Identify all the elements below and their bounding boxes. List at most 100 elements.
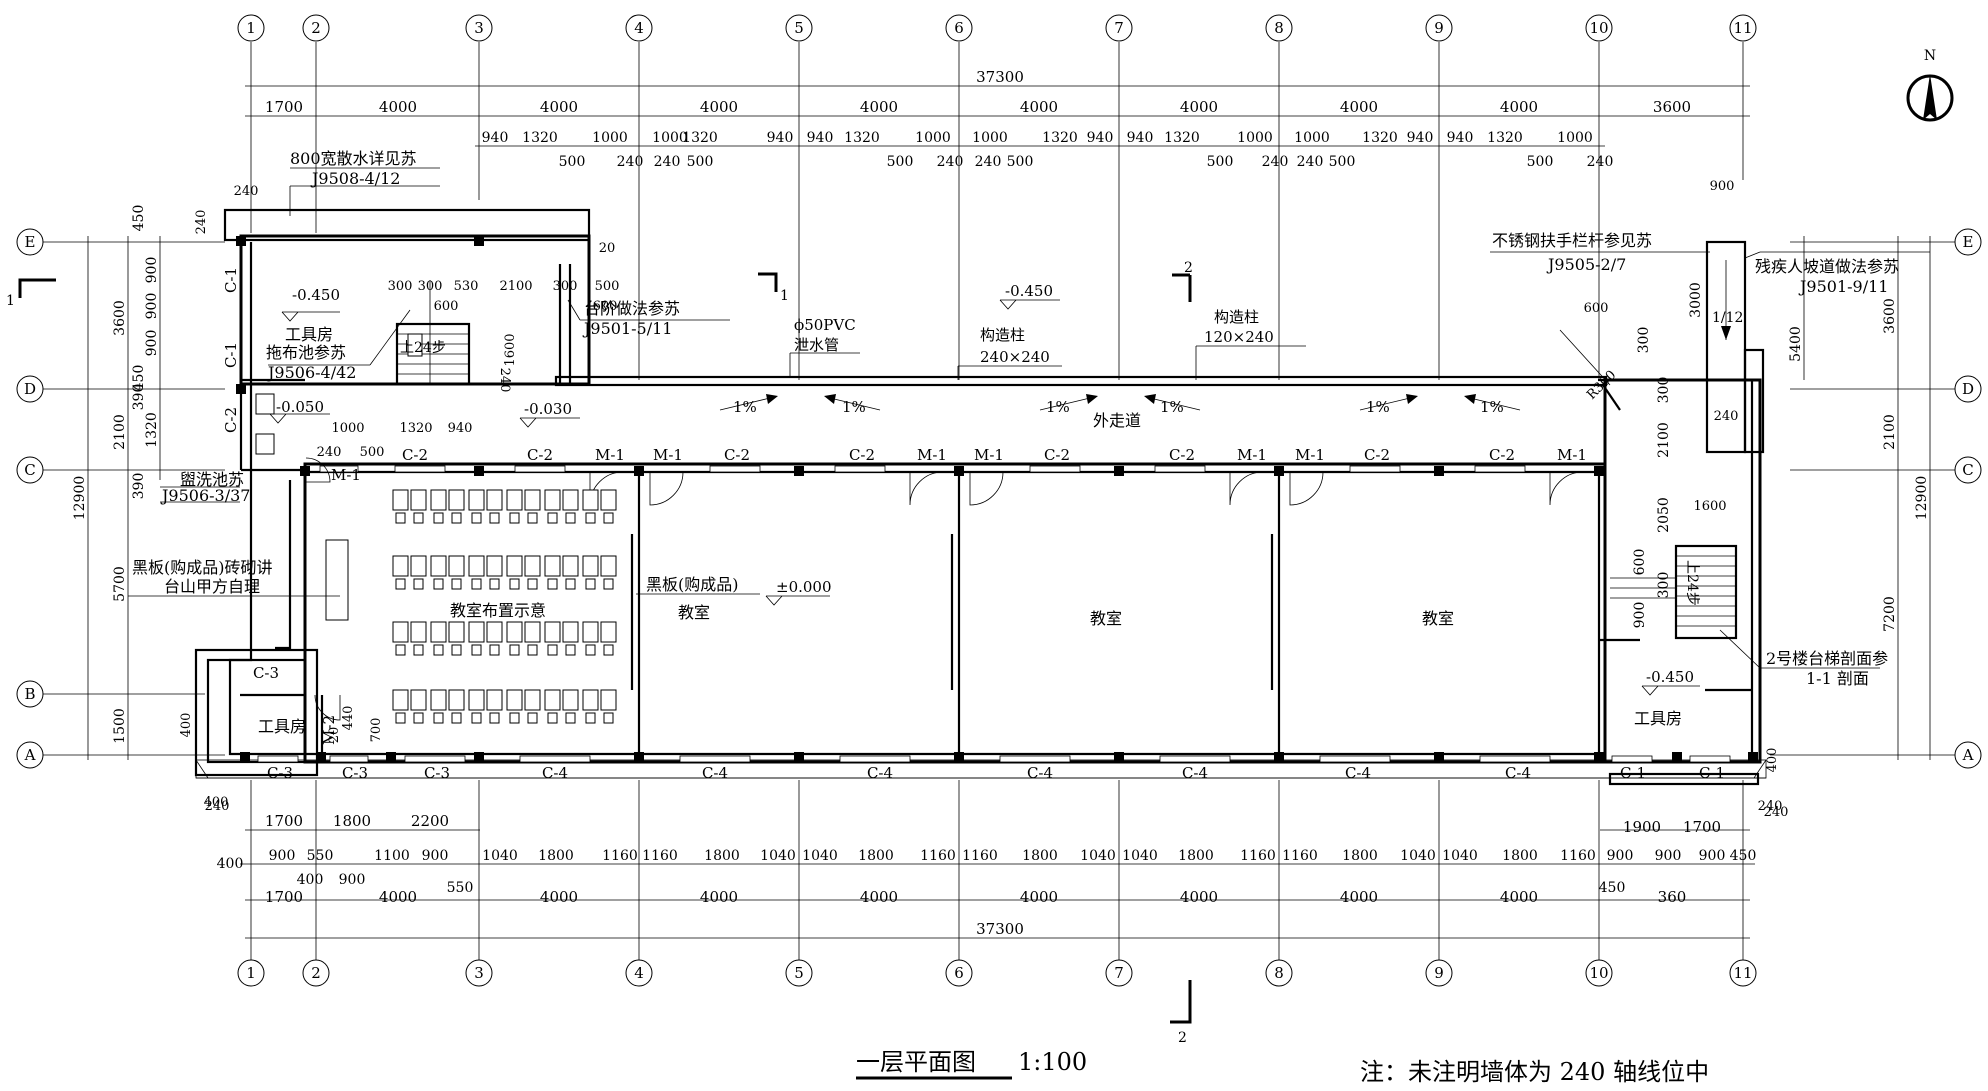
chair: [527, 644, 538, 656]
dim-bottom-bays: 1700 4000 4000 4000 4000 4000 4000 4000 …: [245, 888, 1750, 906]
svg-text:1000: 1000: [652, 130, 688, 146]
desk: [486, 621, 503, 643]
svg-text:1: 1: [780, 288, 789, 304]
svg-text:300: 300: [1636, 327, 1652, 354]
chair: [451, 578, 462, 590]
desk: [562, 621, 579, 643]
svg-text:2: 2: [1178, 1030, 1187, 1046]
chair: [585, 644, 596, 656]
blackboards: [325, 534, 1274, 690]
svg-text:C-4: C-4: [867, 764, 893, 782]
svg-text:上24步: 上24步: [400, 340, 446, 356]
desk: [506, 621, 523, 643]
chair: [395, 578, 406, 590]
svg-text:J9506-4/42: J9506-4/42: [266, 363, 356, 382]
svg-text:C-3: C-3: [253, 664, 279, 682]
desk: [506, 489, 523, 511]
svg-text:940: 940: [1087, 130, 1114, 146]
svg-text:M-1: M-1: [1557, 446, 1587, 464]
svg-text:400: 400: [1765, 748, 1780, 773]
svg-text:3600: 3600: [112, 300, 128, 336]
svg-text:240: 240: [205, 799, 230, 814]
axis-label: 5: [794, 964, 804, 982]
svg-text:900: 900: [269, 848, 296, 864]
desk: [392, 621, 409, 643]
desk: [448, 621, 465, 643]
desk: [410, 489, 427, 511]
svg-text:4000: 4000: [1180, 98, 1218, 116]
svg-text:1800: 1800: [1022, 848, 1058, 864]
drawing-note: 注：未注明墙体为 240 轴线位中: [1360, 1058, 1709, 1086]
svg-text:1040: 1040: [1442, 848, 1478, 864]
svg-text:940: 940: [482, 130, 509, 146]
svg-text:500: 500: [887, 154, 914, 170]
svg-text:M-2: M-2: [320, 715, 338, 745]
svg-text:1700: 1700: [1683, 818, 1721, 836]
svg-text:500: 500: [595, 279, 620, 294]
svg-text:1320: 1320: [1487, 130, 1523, 146]
svg-text:240: 240: [317, 445, 342, 460]
chair: [489, 578, 500, 590]
svg-text:1320: 1320: [1362, 130, 1398, 146]
desk: [430, 489, 447, 511]
dim-bottom-row2-lower: 400 900 550 450: [297, 872, 1626, 896]
svg-text:构造柱: 构造柱: [1214, 308, 1259, 326]
svg-text:盥洗池苏: 盥洗池苏: [180, 470, 244, 489]
structural-columns: [236, 236, 1758, 762]
svg-text:外走道: 外走道: [1093, 411, 1141, 430]
axis-label: 8: [1274, 19, 1284, 37]
svg-text:2号楼台梯剖面参: 2号楼台梯剖面参: [1766, 649, 1888, 668]
svg-text:4000: 4000: [860, 98, 898, 116]
svg-text:900: 900: [144, 257, 160, 284]
svg-text:C-1: C-1: [1620, 764, 1646, 782]
axis-label: 9: [1434, 19, 1444, 37]
svg-text:1000: 1000: [592, 130, 628, 146]
svg-text:400: 400: [217, 856, 244, 872]
svg-text:2200: 2200: [411, 812, 449, 830]
svg-text:450: 450: [131, 365, 147, 392]
chair: [433, 644, 444, 656]
svg-text:C-2: C-2: [1044, 446, 1070, 464]
axis-label: 1: [246, 964, 256, 982]
desk: [544, 555, 561, 577]
svg-text:2100: 2100: [1656, 422, 1672, 458]
svg-text:4000: 4000: [700, 98, 738, 116]
desk: [448, 689, 465, 711]
svg-text:台山甲方自理: 台山甲方自理: [164, 577, 260, 596]
svg-text:教室: 教室: [1090, 609, 1122, 628]
svg-text:1040: 1040: [1080, 848, 1116, 864]
svg-text:500: 500: [687, 154, 714, 170]
svg-text:240: 240: [975, 154, 1002, 170]
svg-text:240: 240: [234, 184, 259, 199]
desk: [506, 689, 523, 711]
chair: [451, 712, 462, 724]
desk: [582, 621, 599, 643]
svg-text:900: 900: [144, 330, 160, 357]
svg-text:-0.450: -0.450: [1005, 282, 1053, 300]
desk: [486, 489, 503, 511]
desk: [582, 489, 599, 511]
svg-text:37300: 37300: [976, 920, 1024, 938]
drawing-title: 一层平面图 1:100 注：未注明墙体为 240 轴线位中: [856, 1048, 1709, 1086]
svg-text:390: 390: [131, 384, 147, 411]
svg-text:120×240: 120×240: [1204, 328, 1274, 346]
svg-text:900: 900: [1699, 848, 1726, 864]
desk: [392, 689, 409, 711]
svg-text:4000: 4000: [1020, 98, 1058, 116]
svg-text:500: 500: [360, 445, 385, 460]
svg-text:5700: 5700: [112, 566, 128, 602]
svg-text:940: 940: [448, 421, 473, 436]
axis-label: 11: [1733, 964, 1752, 982]
chair: [527, 512, 538, 524]
chair: [433, 578, 444, 590]
chair: [603, 644, 614, 656]
chair: [547, 578, 558, 590]
svg-text:黑板(购成品)砖砌讲: 黑板(购成品)砖砌讲: [132, 558, 273, 577]
svg-text:1000: 1000: [972, 130, 1008, 146]
svg-text:1700: 1700: [265, 812, 303, 830]
svg-text:C-2: C-2: [1364, 446, 1390, 464]
axis-label: 3: [474, 19, 484, 37]
desk: [486, 555, 503, 577]
svg-text:1000: 1000: [1294, 130, 1330, 146]
svg-text:300: 300: [553, 279, 578, 294]
